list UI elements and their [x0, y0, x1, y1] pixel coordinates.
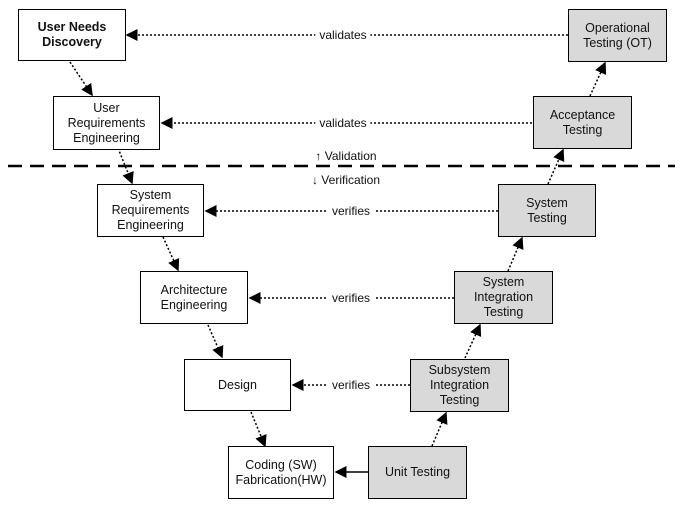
architecture-engineering-box: Architecture Engineering — [140, 271, 248, 324]
system-testing-box: System Testing — [498, 184, 596, 237]
subsystem-integration-testing-box: Subsystem Integration Testing — [410, 359, 509, 412]
coding-fabrication-box: Coding (SW) Fabrication(HW) — [228, 446, 334, 499]
unit-testing-box: Unit Testing — [368, 446, 467, 499]
user-requirements-box: User Requirements Engineering — [53, 96, 160, 150]
validates-label: validates — [315, 28, 371, 42]
flow-arrow — [431, 411, 448, 447]
verifies-label: verifies — [327, 291, 375, 305]
validation-zone-label: ↑ Validation — [312, 149, 380, 163]
verifies-label: verifies — [327, 204, 375, 218]
acceptance-testing-box: Acceptance Testing — [533, 96, 632, 149]
verifies-label: verifies — [327, 378, 375, 392]
flow-arrow — [507, 236, 524, 272]
validates-label: validates — [315, 116, 371, 130]
verification-zone-label: ↓ Verification — [308, 173, 384, 187]
design-box: Design — [184, 359, 291, 411]
flow-arrow — [207, 324, 224, 359]
user-needs-discovery-box: User Needs Discovery — [18, 9, 126, 61]
operational-testing-box: Operational Testing (OT) — [568, 9, 667, 62]
system-integration-testing-box: System Integration Testing — [454, 271, 553, 324]
flow-arrow — [162, 236, 180, 272]
flow-arrow — [250, 411, 267, 448]
flow-arrow — [69, 61, 93, 97]
flow-arrow — [589, 61, 607, 97]
system-requirements-box: System Requirements Engineering — [97, 184, 204, 237]
flow-arrow — [464, 323, 482, 359]
